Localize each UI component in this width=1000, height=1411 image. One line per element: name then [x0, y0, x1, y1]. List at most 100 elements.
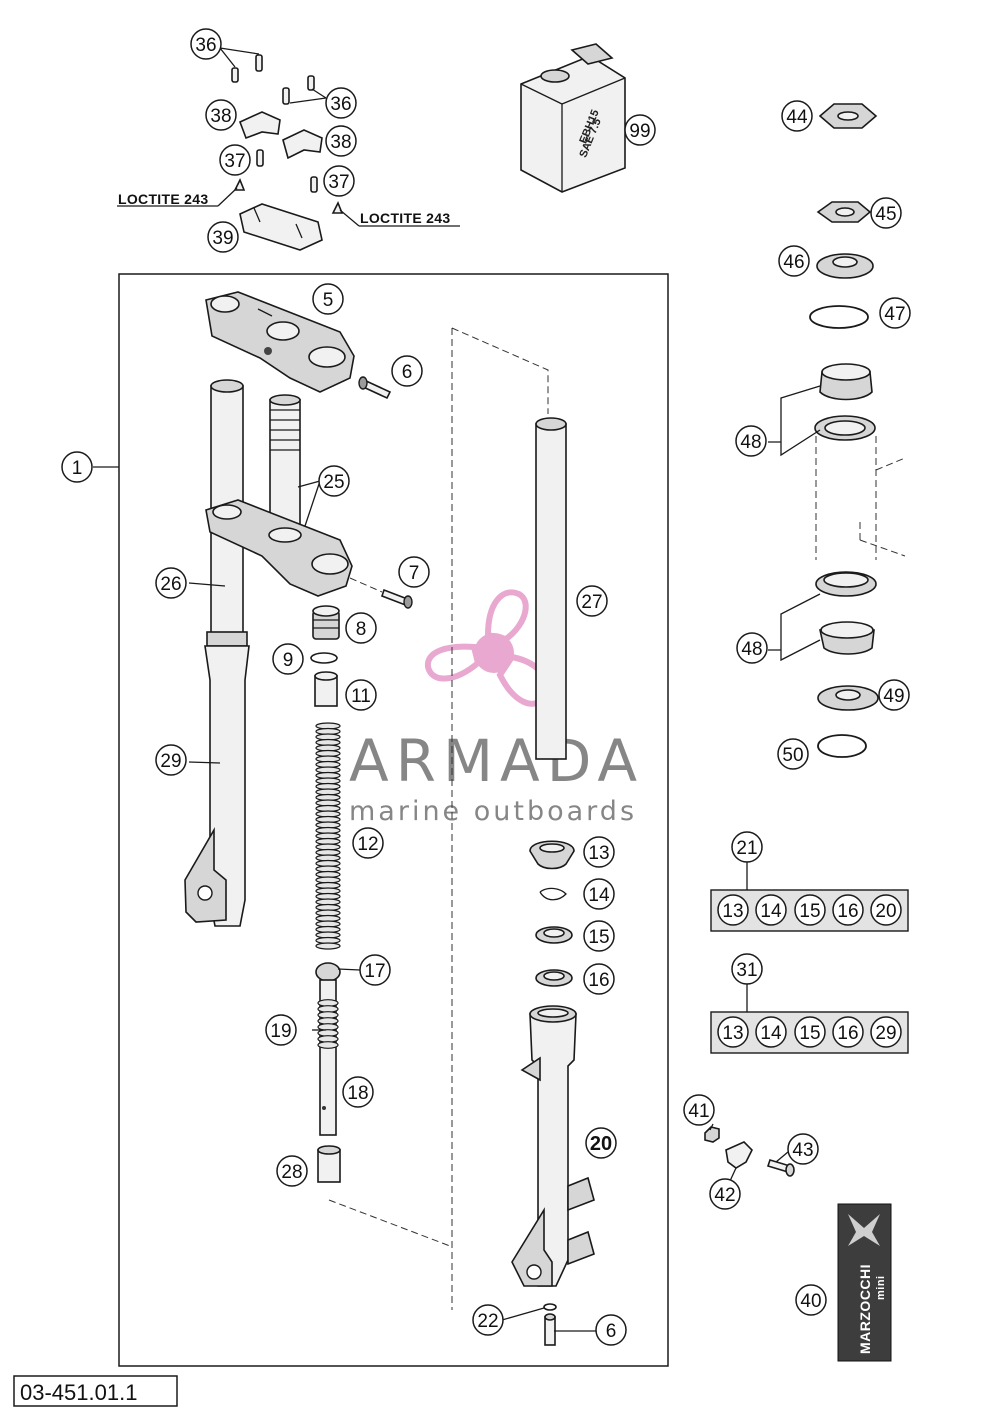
cable-guide-parts [704, 1126, 795, 1177]
callout-21-circle [731, 831, 763, 863]
callout-48b: 48 [741, 639, 762, 660]
callout-16a: 16 [588, 970, 609, 991]
fork-assembly-frame [118, 273, 669, 1367]
callout-6a-circle [391, 355, 423, 387]
right-fork-slider-20 [511, 1005, 595, 1287]
clamp-bolt-6-top [358, 376, 392, 400]
callout-44: 44 [786, 107, 808, 128]
callout-13a-circle [583, 836, 615, 868]
callout-27-circle [576, 585, 608, 617]
callout-12-circle [352, 827, 384, 859]
kit-31-item-15: 15 [799, 1023, 820, 1044]
callout-50-circle [777, 738, 809, 770]
callout-13a: 13 [588, 843, 609, 864]
kit-21-item-13: 13 [722, 901, 743, 922]
kit-31-item-29: 29 [875, 1023, 896, 1044]
fork-cap-8 [312, 605, 340, 640]
callout-39-circle [207, 221, 239, 253]
callout-16a-circle [583, 963, 615, 995]
callout-layer: 1578911121718192021222526272829313940414… [61, 28, 911, 1346]
callout-29: 29 [160, 751, 181, 772]
assembly-guide-line [451, 327, 549, 1310]
kit-31-item-13: 13 [722, 1023, 743, 1044]
kit-21-item-20-circle [870, 894, 902, 926]
callout-38b: 38 [330, 132, 351, 153]
callout-37a: 37 [224, 151, 245, 172]
callout-6a: 6 [402, 362, 413, 383]
watermark-brand: ARMADA [349, 727, 644, 795]
fork-seals [529, 840, 575, 987]
kit-31-item-13-circle [717, 1016, 749, 1048]
steering-head-parts [768, 103, 906, 758]
callout-17: 17 [364, 961, 385, 982]
logo-text: MARZOCCHI [857, 1264, 873, 1354]
callout-26-circle [155, 567, 187, 599]
kit-21-item-20: 20 [875, 901, 896, 922]
callout-26: 26 [160, 574, 181, 595]
callout-1: 1 [72, 458, 83, 479]
kit-31-item-15-circle [794, 1016, 826, 1048]
lower-triple-clamp-stem [205, 394, 353, 597]
callout-37a-circle [219, 144, 251, 176]
callout-28: 28 [281, 1162, 302, 1183]
drain-bolt-6-bottom [544, 1313, 556, 1346]
callout-99: 99 [629, 121, 650, 142]
kit-21-item-13-circle [717, 894, 749, 926]
callout-50: 50 [782, 745, 803, 766]
callout-19: 19 [270, 1021, 291, 1042]
callout-31-circle [731, 953, 763, 985]
callout-38a: 38 [210, 106, 231, 127]
callout-36a-circle [190, 28, 222, 60]
kit-31-item-14-circle [755, 1016, 787, 1048]
callout-42-circle [709, 1178, 741, 1210]
kit-31-item-16: 16 [837, 1023, 858, 1044]
callout-18-circle [342, 1076, 374, 1108]
right-fork-tube-27 [535, 417, 567, 760]
callout-17-circle [359, 954, 391, 986]
callout-29-circle [155, 744, 187, 776]
callout-36a: 36 [195, 35, 216, 56]
callout-20: 20 [590, 1133, 612, 1155]
callout-7-circle [398, 556, 430, 588]
leader-lines [93, 466, 789, 1332]
callout-40-circle [795, 1284, 827, 1316]
o-ring-9 [310, 652, 338, 664]
upper-triple-clamp [205, 291, 355, 393]
callout-36b: 36 [330, 94, 351, 115]
callout-14a-circle [583, 878, 615, 910]
callout-5-circle [312, 283, 344, 315]
callout-38b-circle [325, 125, 357, 157]
kit-31-item-14: 14 [760, 1023, 782, 1044]
callout-38a-circle [205, 99, 237, 131]
callout-45: 45 [875, 204, 896, 225]
spacer-28 [317, 1145, 341, 1183]
kit-31-item-29-circle [870, 1016, 902, 1048]
callout-15a: 15 [588, 927, 609, 948]
fork-oil-can: EBH15 SAE 7.5 [520, 43, 626, 193]
callout-6b-circle [595, 1314, 627, 1346]
spacer-11 [314, 671, 338, 707]
callout-8-circle [345, 612, 377, 644]
callout-9: 9 [283, 650, 294, 671]
callout-48a: 48 [740, 432, 761, 453]
marzocchi-logo: MARZOCCHI mini [837, 1203, 892, 1362]
left-fork-leg [184, 379, 250, 927]
handlebar-clamp-group: LOCTITE 243 LOCTITE 243 [117, 47, 460, 251]
callout-48a-circle [735, 425, 767, 457]
kit-21-item-16: 16 [837, 901, 858, 922]
callout-41-circle [683, 1094, 715, 1126]
callout-1-circle [61, 451, 93, 483]
callout-43-circle [787, 1133, 819, 1165]
watermark: ARMADA marine outboards [349, 589, 644, 827]
callout-22: 22 [477, 1311, 498, 1332]
callout-48b-circle [736, 632, 768, 664]
loctite-label-right: LOCTITE 243 [360, 210, 450, 226]
loctite-label-left: LOCTITE 243 [118, 191, 208, 207]
callout-25: 25 [323, 472, 344, 493]
callout-36b-circle [325, 87, 357, 119]
kit-21-item-14-circle [755, 894, 787, 926]
callout-37b-circle [323, 165, 355, 197]
clamp-bolt-7 [349, 577, 413, 609]
kit-21-item-14: 14 [760, 901, 782, 922]
